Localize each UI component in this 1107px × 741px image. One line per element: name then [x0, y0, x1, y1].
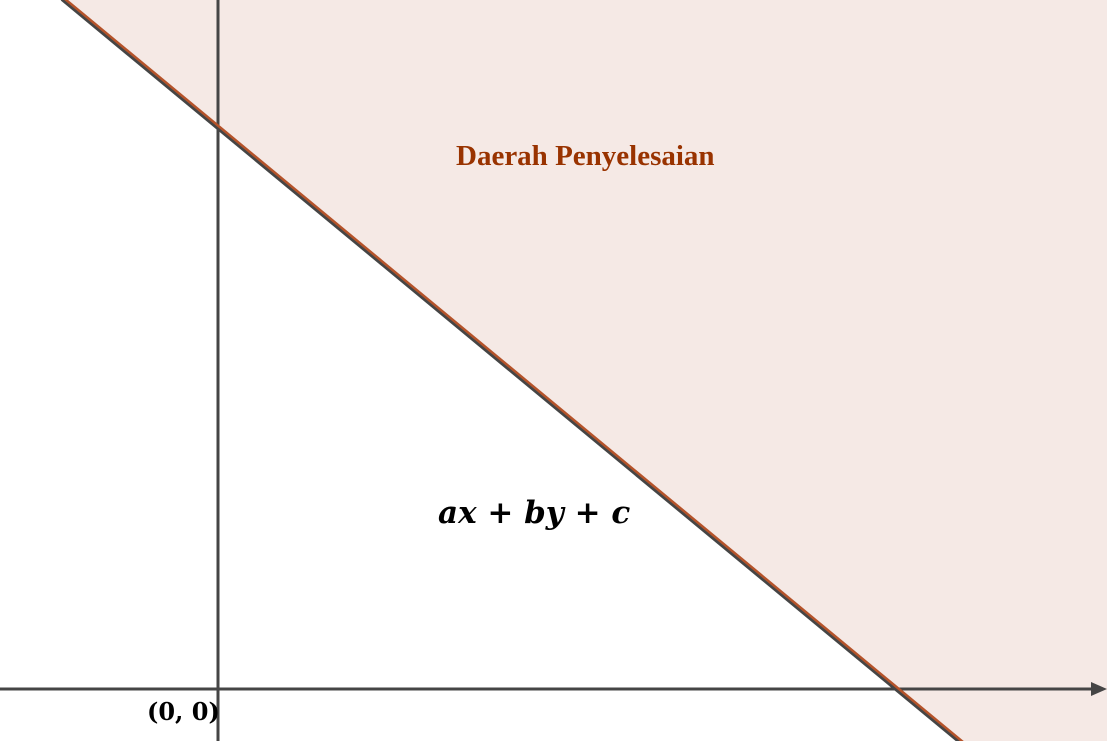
x-axis-arrow-icon — [1091, 682, 1107, 696]
boundary-line-shadow — [60, 0, 962, 741]
region-label: Daerah Penyelesaian — [456, 140, 715, 172]
solution-region — [64, 0, 1107, 741]
origin-label: (0, 0) — [147, 697, 220, 726]
equation-label: ax + by + c — [438, 495, 630, 531]
boundary-line — [64, 0, 964, 741]
